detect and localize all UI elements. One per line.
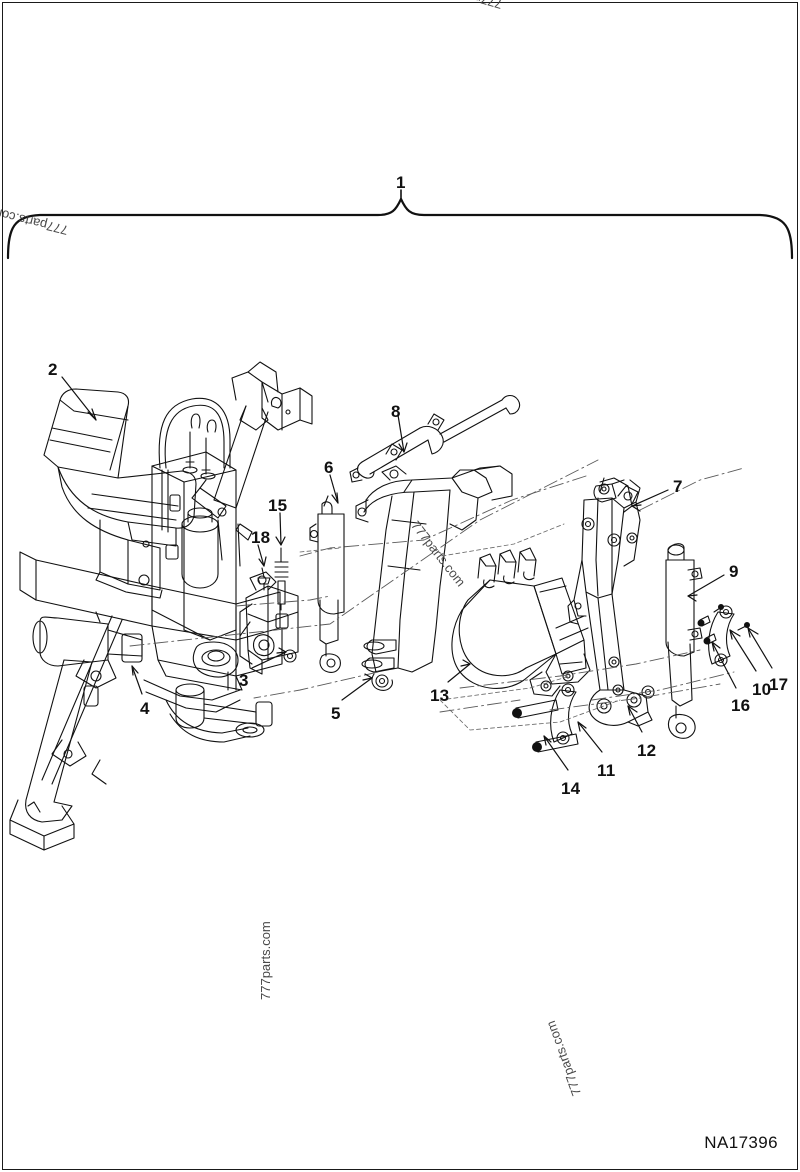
callout-9: 9 (729, 562, 739, 581)
part-18-pin (257, 567, 271, 591)
pin-group-16-10-17 (697, 604, 750, 645)
part-15-spring-bolt (274, 547, 289, 611)
callout-2: 2 (48, 360, 58, 379)
callout-17: 17 (769, 675, 789, 694)
assembly-centerlines (129, 459, 745, 713)
boom-group-7 (567, 477, 655, 727)
bucket-group-13 (451, 547, 591, 697)
callout-15: 15 (268, 496, 288, 515)
callout-18: 18 (251, 528, 271, 547)
drawing-number: NA17396 (704, 1133, 778, 1152)
callout-7: 7 (673, 477, 683, 496)
callout-12: 12 (637, 741, 657, 760)
callout-8: 8 (391, 402, 401, 421)
callout-leaders (61, 376, 773, 771)
assembly-hidden-outline (299, 523, 621, 731)
dipper-arm-group-5 (355, 465, 513, 691)
control-console-group (138, 397, 237, 641)
callout-5: 5 (331, 704, 341, 723)
upper-left-boom-stub-group (191, 361, 313, 567)
left-outrigger-group (9, 611, 143, 851)
link-group-12-right (708, 605, 735, 667)
assembly-bracket (6, 197, 794, 260)
callout-10: 10 (752, 680, 772, 699)
callout-11: 11 (597, 761, 616, 780)
callout-3: 3 (239, 671, 249, 690)
dipper-cylinder-group-8 (349, 394, 521, 483)
pin-group-14 (512, 699, 579, 753)
callout-14: 14 (561, 779, 581, 798)
callout-16: 16 (731, 696, 751, 715)
mount-bracket-group-3 (239, 571, 299, 675)
callout-4: 4 (140, 699, 150, 718)
swing-frame-group (19, 551, 283, 743)
boom-cylinder-group-9 (665, 543, 703, 739)
bucket-cylinder-group-6 (309, 495, 345, 673)
callout-1: 1 (396, 173, 406, 192)
callout-13: 13 (430, 686, 450, 705)
callout-6: 6 (324, 458, 334, 477)
